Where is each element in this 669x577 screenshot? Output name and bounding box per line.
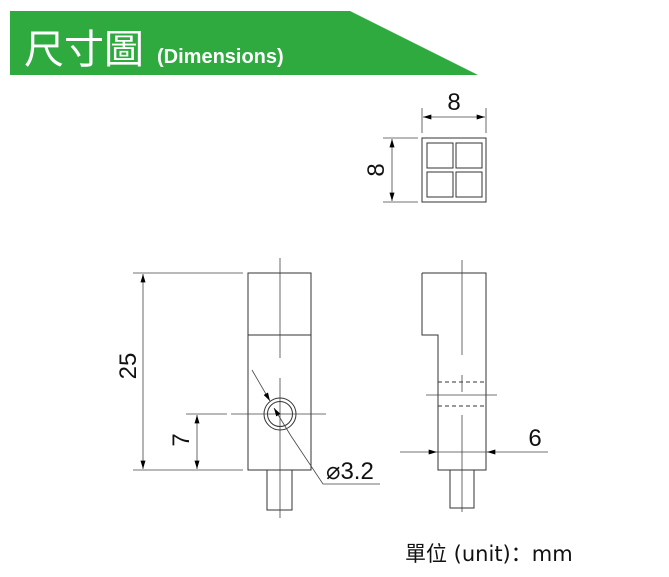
side-view: 6: [400, 260, 548, 512]
hole-diameter-label: ⌀3.2: [326, 458, 374, 485]
top-height-label: 8: [363, 163, 390, 176]
front-view: 25 7 ⌀3.2: [115, 258, 380, 518]
top-view: 8 8: [363, 89, 487, 203]
header-banner: [10, 11, 478, 75]
units-label: 單位 (unit)：mm: [405, 542, 573, 566]
header-title-cn: 尺寸圖: [24, 27, 144, 73]
hole-offset-label: 7: [168, 433, 195, 446]
top-width-label: 8: [447, 89, 460, 116]
side-width-label: 6: [528, 425, 541, 452]
header-title-en: (Dimensions): [157, 46, 284, 68]
front-height-label: 25: [115, 353, 142, 380]
